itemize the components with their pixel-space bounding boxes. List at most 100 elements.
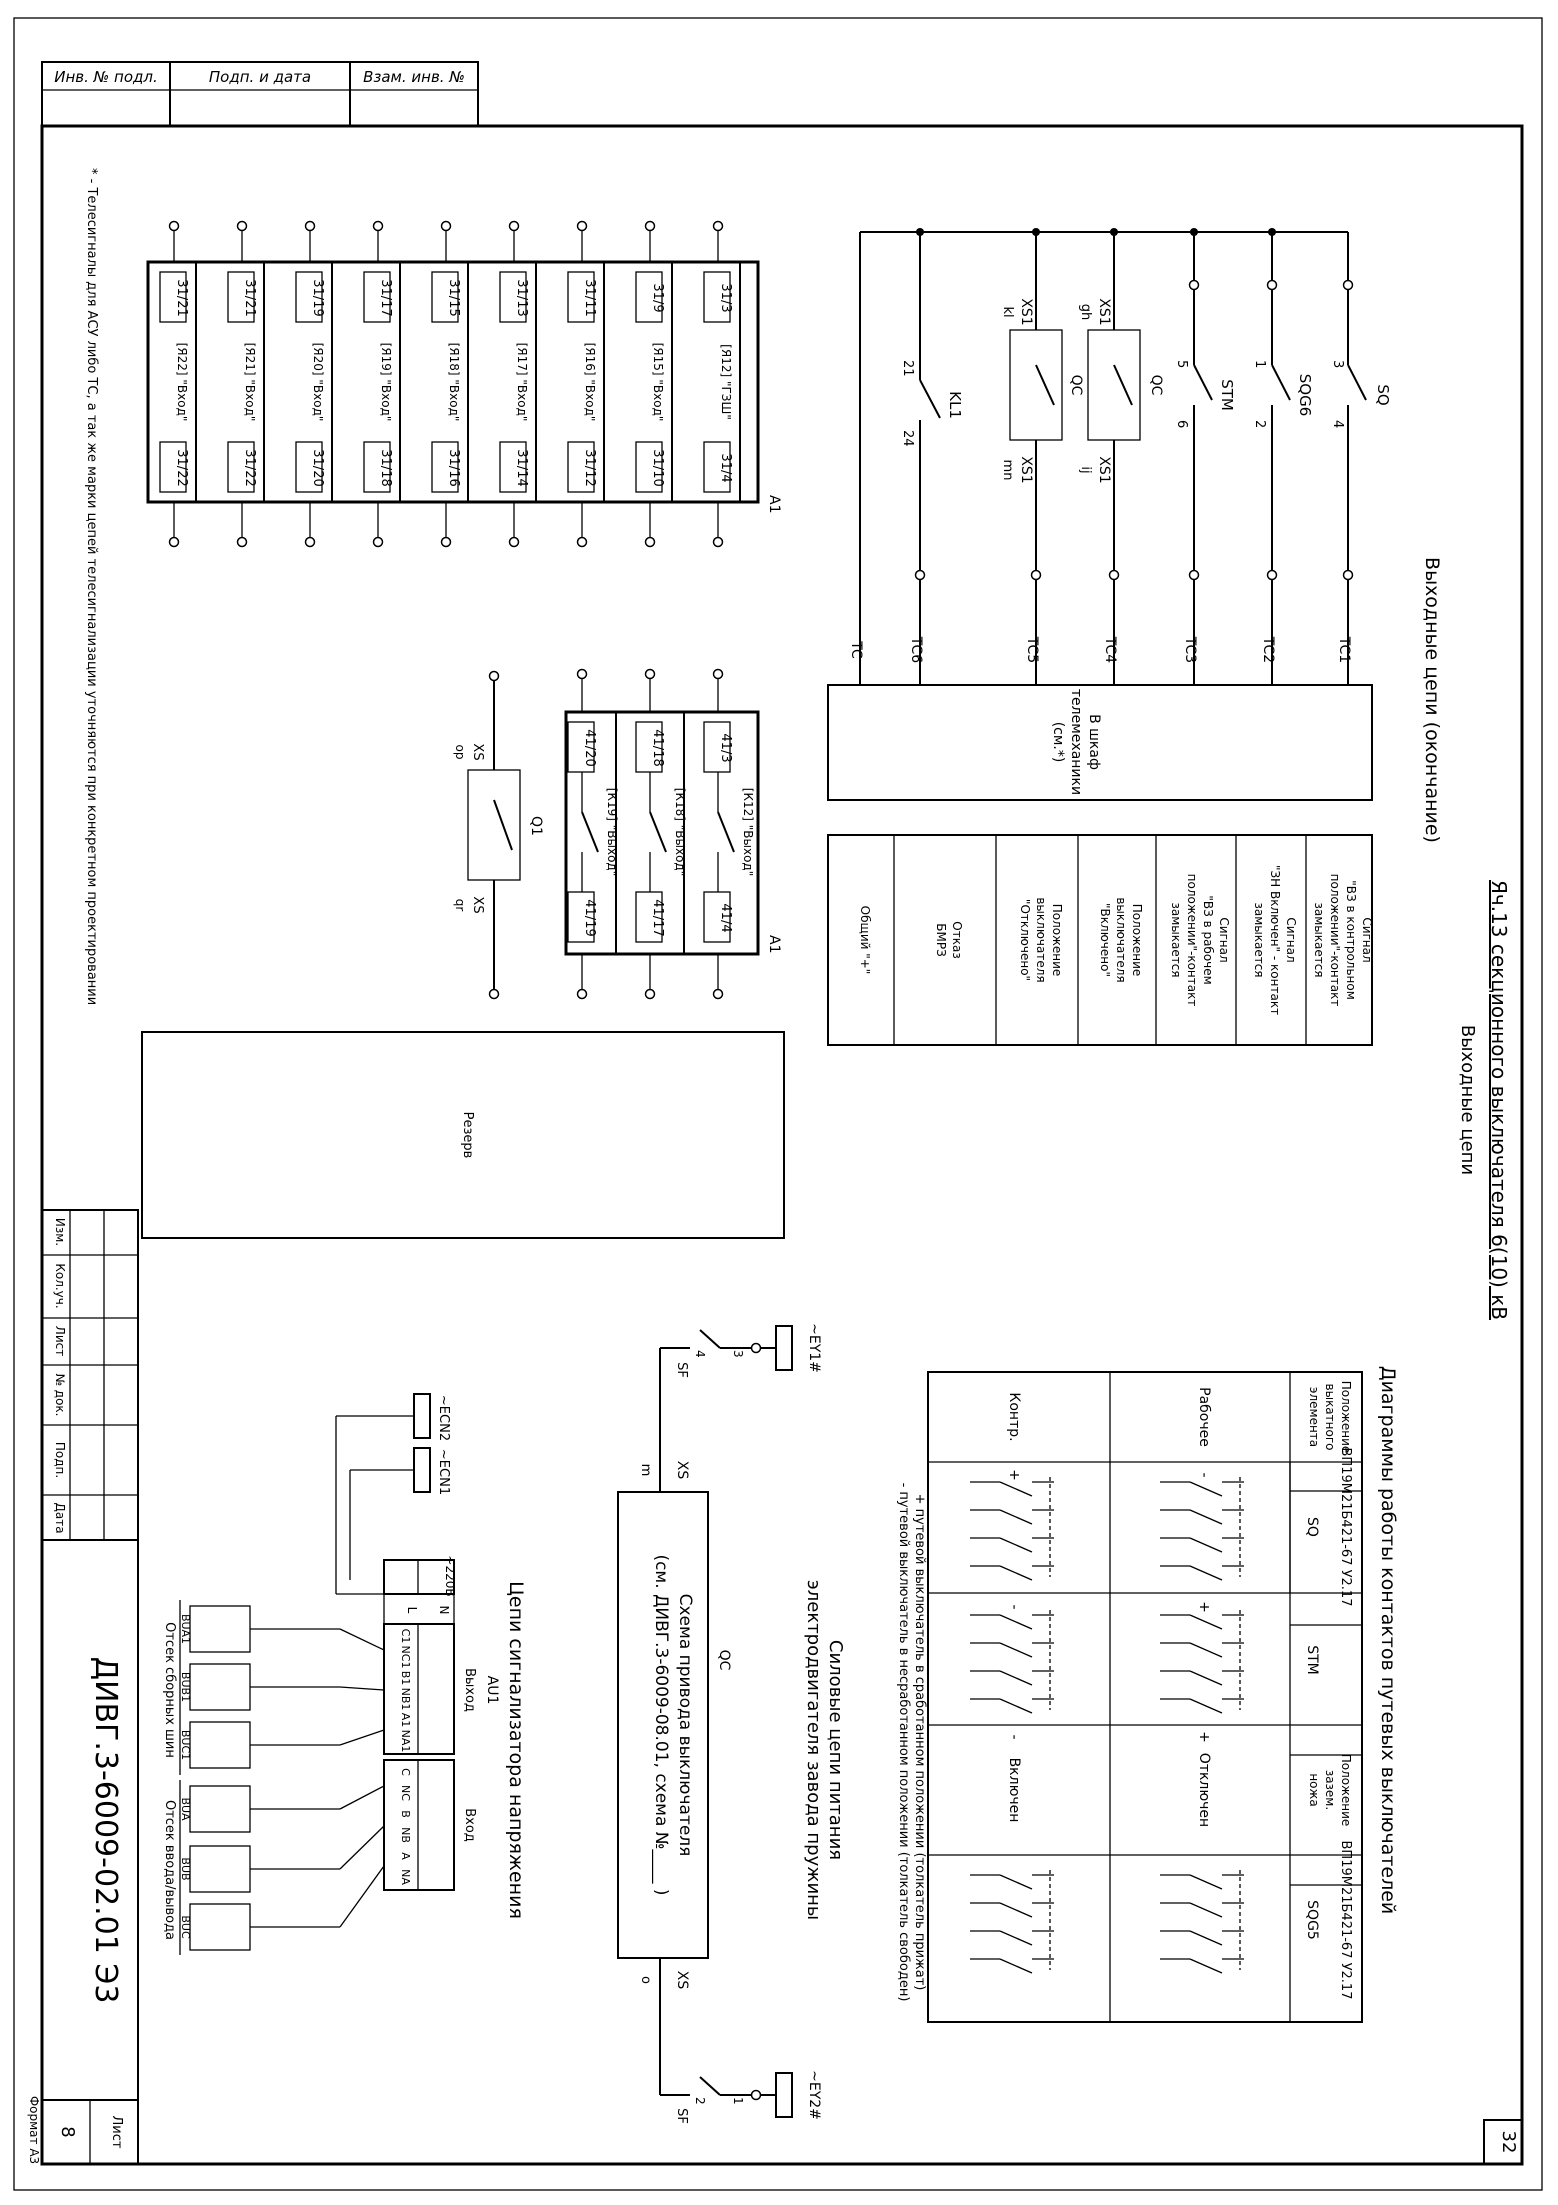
pin-kl: kl [1000,306,1015,317]
terminal-circle [440,220,452,232]
row-signal: [Я12] "ГЗШ" [719,344,733,420]
line-sensor: BUA [179,1797,192,1821]
signal-line: положении"-контакт [1185,874,1199,1007]
terminal-left-label: 31/9 [650,283,665,312]
terminal-left-label: 31/15 [446,279,461,316]
label-q1: Q1 [528,816,544,836]
row-signal: [Я21] "Вход" [243,343,257,422]
pin-op: op [453,745,467,760]
terminal-right [635,441,663,493]
line-sensor: BUC [179,1915,192,1939]
header-position: элемента [1307,1387,1321,1447]
in-pin: NC [399,1785,412,1801]
row-signal: [Я22] "Вход" [175,343,189,422]
label-sq: SQ [1374,384,1392,405]
signal-line: БМРЗ [934,923,948,957]
pin-5: 5 [1174,360,1189,368]
voltage-vhod: Вход [462,1808,477,1842]
row-signal: [Я16] "Вход" [583,343,597,422]
terminal-left-label: 41/18 [650,729,665,766]
terminal-left [567,721,595,773]
terminal-left [703,271,731,323]
signal-line: "ЗН Включен" - контакт [1268,865,1282,1015]
terminal-right-label: 31/4 [718,453,733,482]
stamp-vzam: Взам. инв. № [363,68,465,86]
label-xs1-kl: XS1 [1018,298,1034,325]
terminal-right [567,441,595,493]
out-pin: C1 [399,1629,412,1644]
sign: - [1006,1734,1022,1739]
col-sq: SQ [1304,1517,1320,1537]
signal-table [827,834,1373,1046]
title-block-col: Кол.уч. [53,1263,67,1308]
contacts-table [927,1371,1363,2023]
inner-frame [40,124,1524,2166]
list-label: Лист [109,2116,124,2149]
label-xs1-gh: XS1 [1096,298,1112,325]
spring-xs-bottom: XS [674,1971,690,1990]
out-pin: B1 [399,1671,412,1686]
terminal-left [431,271,459,323]
contacts-texts: ПоложениевыкатногоэлементаПоложениезазем… [1006,1381,1353,2000]
contact-blade [1189,1902,1223,1918]
contact-blade [1189,1874,1223,1890]
sheet-number-box: 32 [1483,2119,1523,2165]
spring-scheme-2: (см. ДИВГ.3-6009-08.01, схема №____ ) [651,1554,671,1895]
terminal-right [499,441,527,493]
spring-qc: QC [716,1650,732,1671]
document-code: ДИВГ.3-6009-02.01 Э3 [88,1657,123,2004]
voltage-ecn2: ~ECN2 [436,1395,451,1441]
line-sensor: BUB [179,1857,192,1880]
terminal-right-label: 41/19 [582,899,597,936]
output-circuit [859,228,1367,685]
pin-gh: gh [1078,304,1093,321]
voltage-ecn1: ~ECN1 [436,1449,451,1495]
terminal-right [567,891,595,943]
spring-m: m [638,1464,653,1477]
pin-3: 3 [1330,360,1345,368]
title-block [41,1209,139,2165]
terminal-circle [304,536,316,548]
contact-blade [999,1509,1033,1525]
contact-blade [1189,1509,1223,1525]
spring-scheme-1: Схема привода выключателя [675,1594,695,1857]
terminal-circle [440,536,452,548]
tc1-label: TC1 [1336,636,1352,663]
terminal-circle [712,536,724,548]
contact-blade [1189,1565,1223,1581]
signal-line: Положение [1050,904,1064,977]
out-pin: NA1 [399,1730,412,1753]
terminal-circle [576,668,588,680]
spring-circuit [617,1325,793,2118]
signal-line: выключателя [1114,897,1128,982]
terminal-left-label: 41/3 [718,733,733,762]
signal-texts: Сигнал"ВЗ в контрольномположении"-контак… [858,865,1374,1015]
contact [649,811,667,853]
signal-line: Отказ [950,921,964,958]
label-kl1: KL1 [946,391,964,419]
spring-p4: 4 [693,1350,707,1358]
terminal-right-label: 31/22 [174,449,189,486]
terminal-left [635,721,663,773]
contact-blade [999,1642,1033,1658]
terminal-left [635,271,663,323]
signal-line: "ВЗ в рабочем [1201,895,1215,984]
title-block-col: Изм. [53,1218,67,1246]
contact-blade [999,1874,1033,1890]
in-pin: B [399,1810,412,1818]
terminal-left-label: 31/19 [310,279,325,316]
pin-mn: mn [1000,460,1015,481]
contact-blade [1189,1958,1223,1974]
signal-line: Сигнал [1217,917,1231,962]
contact-blade [999,1670,1033,1686]
drawing-title: Яч.13 секционного выключателя 6(10) кВ [1487,880,1511,1320]
title-block-col: Дата [53,1502,67,1533]
switch-type: ВП19М21Б421-67 У2.17 [1338,1448,1353,1607]
terminal-circle [236,220,248,232]
bus-sensor: BUA1 [179,1614,192,1644]
terminal-circle [168,220,180,232]
a1-mid-label: A1 [766,935,782,953]
terminal-right-label: 31/12 [582,449,597,486]
outer-frame [13,17,1543,2191]
